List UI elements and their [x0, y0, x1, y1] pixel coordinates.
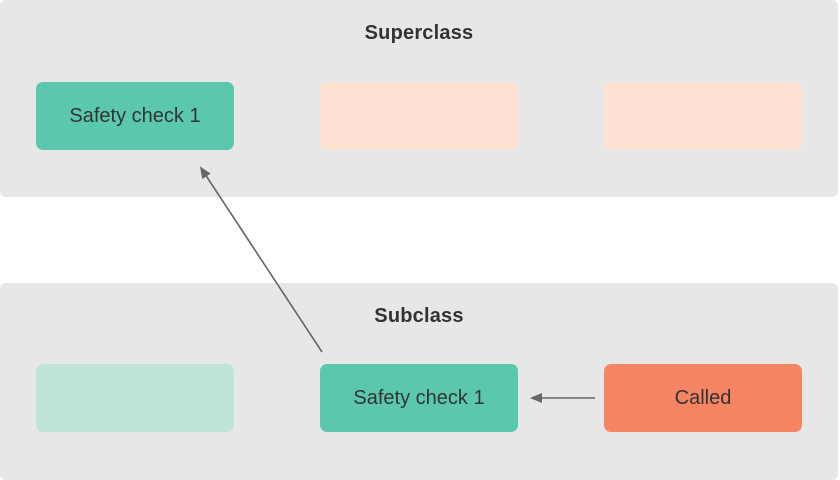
subclass-box-2: Safety check 1 — [320, 364, 518, 432]
subclass-box-2-label: Safety check 1 — [353, 386, 485, 409]
superclass-box-3 — [604, 82, 802, 150]
subclass-title: Subclass — [374, 305, 464, 327]
superclass-box-2 — [320, 82, 518, 150]
superclass-box-1-label: Safety check 1 — [69, 104, 201, 127]
superclass-title: Superclass — [364, 22, 474, 44]
subclass-box-3: Called — [604, 364, 802, 432]
subclass-panel: Subclass Safety check 1 Called — [0, 283, 838, 480]
subclass-box-1 — [36, 364, 234, 432]
superclass-panel: Superclass Safety check 1 — [0, 0, 838, 197]
superclass-box-1: Safety check 1 — [36, 82, 234, 150]
subclass-box-3-label: Called — [674, 386, 732, 409]
